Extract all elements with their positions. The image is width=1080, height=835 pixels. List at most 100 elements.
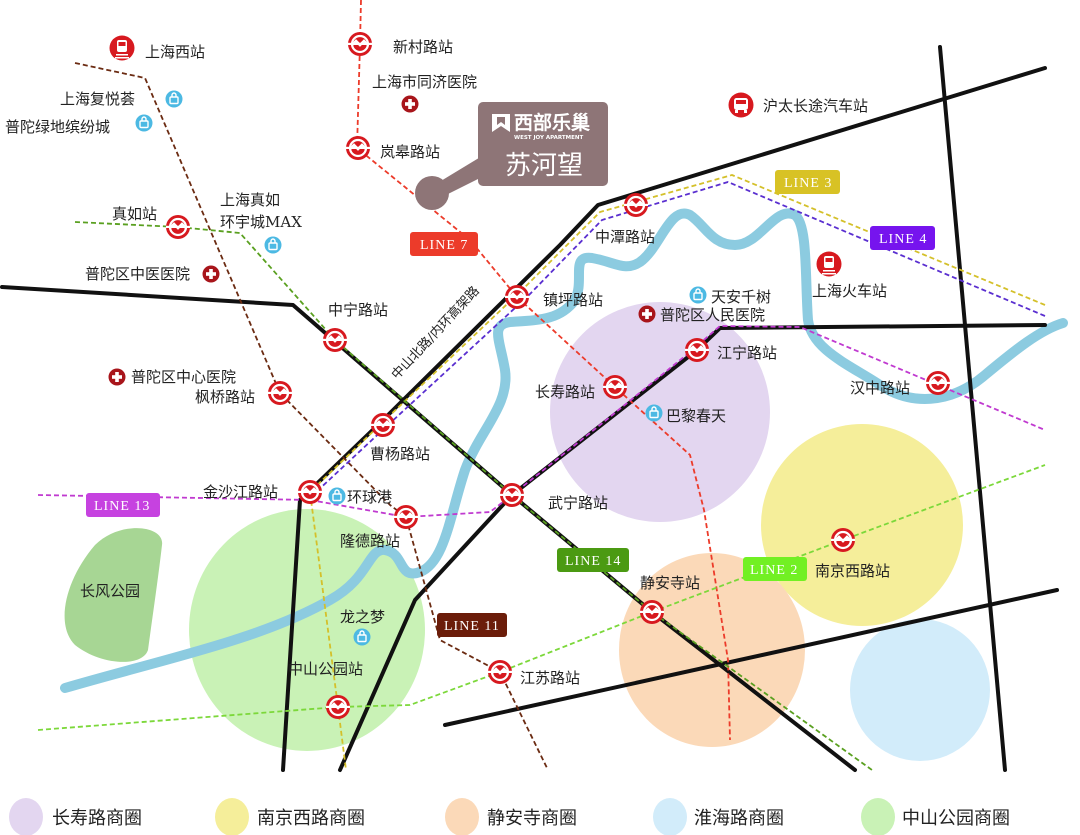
metro-station-icon[interactable] [370, 412, 396, 438]
metro-station-icon[interactable] [504, 284, 530, 310]
line3-label[interactable]: LINE 3 [775, 170, 840, 194]
station-label: 枫桥路站 [195, 388, 255, 406]
train-icon[interactable] [816, 251, 842, 277]
mall-label: 龙之梦 [340, 608, 385, 626]
svg-text:LINE 11: LINE 11 [444, 619, 500, 634]
line7-route [356, 0, 731, 741]
line13-label[interactable]: LINE 13 [86, 493, 160, 517]
line4-label[interactable]: LINE 4 [870, 226, 935, 250]
shopping-bag-icon[interactable] [328, 487, 346, 505]
metro-station-icon[interactable] [925, 370, 951, 396]
hospital-label: 上海市同济医院 [372, 73, 477, 91]
station-label: 长寿路站 [535, 383, 595, 401]
hospital-label: 普陀区人民医院 [660, 306, 765, 324]
metro-station-icon[interactable] [393, 504, 419, 530]
mall-label: 上海复悦荟 [60, 90, 135, 108]
project-pin[interactable]: 西部乐巢 WEST JOY APARTMENT 苏河望 [415, 102, 608, 210]
metro-stations: 新村路站 岚皋路站 中潭路站 镇坪路站 江宁路站 长寿路站 汉中路站 中宁路站 … [112, 31, 951, 720]
metro-station-icon[interactable] [297, 479, 323, 505]
mall-label: 天安千树 [711, 288, 771, 306]
metro-station-icon[interactable] [267, 380, 293, 406]
metro-station-icon[interactable] [499, 482, 525, 508]
line13-route [37, 325, 1046, 518]
hospital-label: 普陀区中医医院 [85, 265, 190, 283]
line7-label[interactable]: LINE 7 [410, 232, 478, 256]
hospital-icon[interactable] [401, 95, 419, 113]
hospital-label: 普陀区中心医院 [131, 368, 236, 386]
park-label: 长风公园 [80, 582, 140, 600]
zone-jingansi [619, 553, 805, 747]
svg-text:LINE 2: LINE 2 [750, 563, 798, 578]
hospital-icon[interactable] [108, 368, 126, 386]
brand-name: 西部乐巢 [514, 111, 591, 134]
line-labels: LINE 7 LINE 3 LINE 4 LINE 13 LINE 14 LIN… [86, 170, 935, 637]
station-label: 江宁路站 [717, 344, 777, 362]
metro-station-icon[interactable] [322, 327, 348, 353]
metro-station-icon[interactable] [684, 337, 710, 363]
metro-station-icon[interactable] [623, 192, 649, 218]
line11-label[interactable]: LINE 11 [437, 613, 507, 637]
shopping-bag-icon[interactable] [135, 114, 153, 132]
svg-text:LINE 4: LINE 4 [879, 232, 927, 247]
bus-icon[interactable] [728, 92, 754, 118]
mall-label: 环宇城MAX [220, 213, 302, 231]
station-label: 曹杨路站 [370, 445, 430, 463]
station-label: 中宁路站 [328, 301, 388, 319]
hospital-icon[interactable] [202, 265, 220, 283]
line3-route [309, 174, 1046, 771]
metro-station-icon[interactable] [602, 374, 628, 400]
hub-label: 沪太长途汽车站 [763, 97, 868, 115]
station-label: 汉中路站 [850, 379, 910, 397]
metro-station-icon[interactable] [325, 694, 351, 720]
station-label: 中潭路站 [595, 228, 655, 246]
hospitals: 上海市同济医院 普陀区中医医院 普陀区中心医院 普陀区人民医院 [85, 73, 765, 386]
line2-label[interactable]: LINE 2 [743, 557, 807, 581]
station-label: 静安寺站 [640, 574, 700, 592]
station-label: 岚皋路站 [380, 143, 440, 161]
shopping-bag-icon[interactable] [689, 286, 707, 304]
metro-station-icon[interactable] [347, 31, 373, 57]
svg-text:LINE 3: LINE 3 [784, 176, 832, 191]
legend-label: 南京西路商圈 [257, 808, 365, 829]
malls: 上海复悦荟 普陀绿地缤纷城 上海真如 环宇城MAX 天安千树 巴黎春天 环球港 … [5, 90, 771, 646]
station-label: 武宁路站 [548, 494, 608, 512]
train-icon[interactable] [109, 35, 135, 61]
legend-label: 淮海路商圈 [694, 808, 784, 829]
legend-swatch [445, 798, 479, 835]
shopping-bag-icon[interactable] [645, 404, 663, 422]
metro-station-icon[interactable] [487, 659, 513, 685]
legend-swatch [861, 798, 895, 835]
mall-label: 环球港 [347, 488, 392, 506]
svg-text:LINE 13: LINE 13 [94, 499, 150, 514]
transport-hubs: 上海西站 沪太长途汽车站 上海火车站 [109, 35, 887, 300]
shopping-bag-icon[interactable] [353, 628, 371, 646]
legend: 长寿路商圈 南京西路商圈 静安寺商圈 淮海路商圈 中山公园商圈 [9, 798, 1010, 835]
metro-station-icon[interactable] [830, 527, 856, 553]
legend-label: 静安寺商圈 [487, 808, 577, 829]
business-zones [64, 302, 990, 761]
shopping-bag-icon[interactable] [165, 90, 183, 108]
station-label: 江苏路站 [520, 669, 580, 687]
hub-label: 上海西站 [145, 43, 205, 61]
station-label: 隆德路站 [340, 532, 400, 550]
project-name: 苏河望 [505, 151, 583, 181]
legend-label: 中山公园商圈 [902, 808, 1010, 829]
line11-route [74, 62, 549, 771]
metro-station-icon[interactable] [639, 599, 665, 625]
suzhou-creek [60, 208, 1068, 693]
brand-logo-icon [492, 114, 510, 132]
mall-label: 巴黎春天 [666, 407, 726, 425]
metro-station-icon[interactable] [345, 135, 371, 161]
hub-label: 上海火车站 [812, 282, 887, 300]
svg-text:LINE 14: LINE 14 [565, 554, 621, 569]
zone-nanjingxi [761, 424, 963, 626]
station-label: 新村路站 [393, 38, 453, 56]
metro-station-icon[interactable] [165, 214, 191, 240]
hospital-icon[interactable] [638, 305, 656, 323]
legend-swatch [653, 798, 687, 835]
shopping-bag-icon[interactable] [264, 236, 282, 254]
mall-label: 上海真如 [220, 191, 280, 209]
line4-route [313, 181, 1046, 495]
line14-label[interactable]: LINE 14 [557, 548, 629, 572]
